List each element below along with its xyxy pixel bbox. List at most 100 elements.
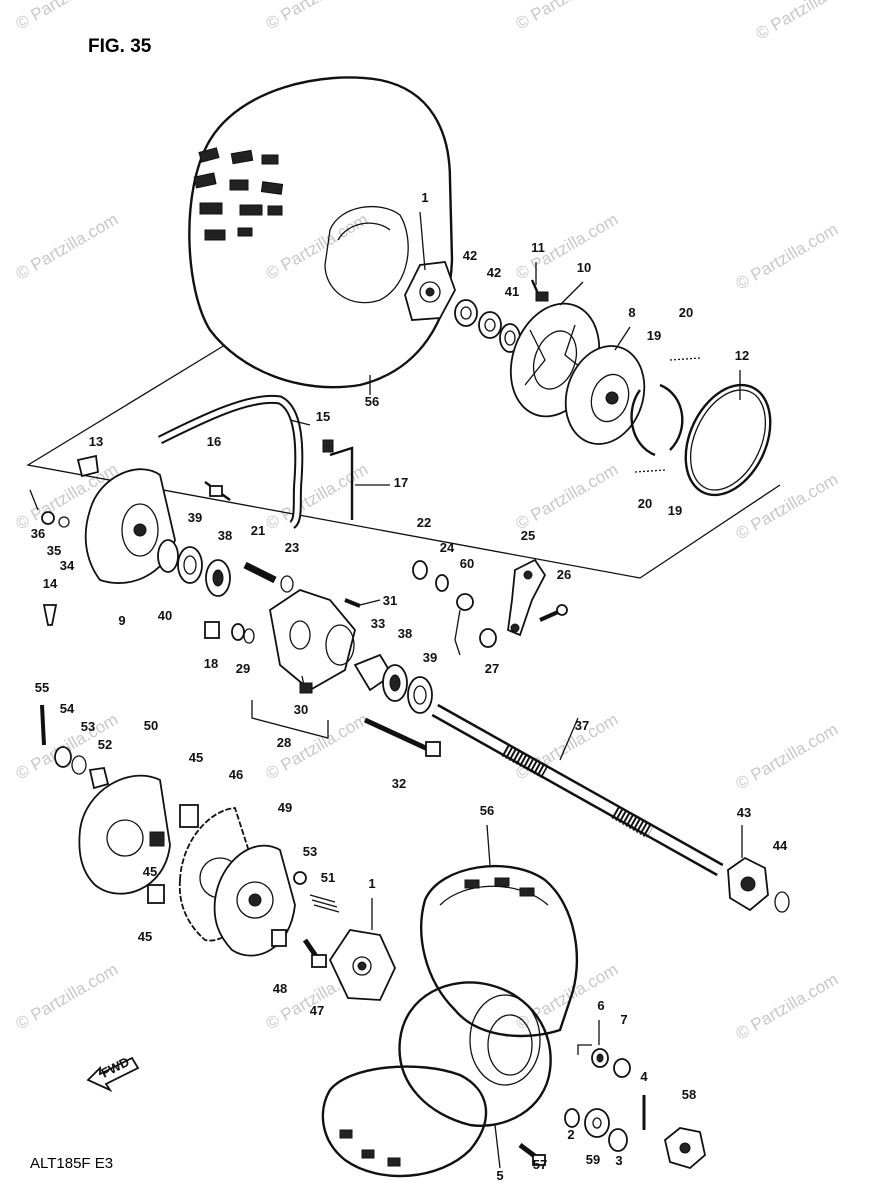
callout-44: 44 xyxy=(773,838,788,853)
spring-51 xyxy=(293,871,340,913)
callout-54: 54 xyxy=(60,701,75,716)
callout-39: 39 xyxy=(188,510,202,525)
callout-14: 14 xyxy=(43,576,58,591)
callout-53: 53 xyxy=(303,844,317,859)
leader-lines xyxy=(289,211,743,1169)
brake-disc xyxy=(78,774,171,895)
callout-21: 21 xyxy=(251,523,265,538)
wheel-hub-bottom xyxy=(328,929,396,1001)
tire-bottom-half xyxy=(321,1065,488,1178)
watermark-text: © Partzilla.com xyxy=(13,0,122,33)
brake-shoes xyxy=(630,357,701,473)
watermark-text: © Partzilla.com xyxy=(513,460,622,534)
brake-housing xyxy=(84,468,176,584)
callout-38: 38 xyxy=(398,626,412,641)
callout-24: 24 xyxy=(440,540,455,555)
model-code: ALT185F E3 xyxy=(30,1155,113,1172)
wheel-nuts-lower xyxy=(564,1108,628,1152)
callout-3: 3 xyxy=(615,1153,622,1168)
callout-20: 20 xyxy=(679,305,693,320)
brake-caliper xyxy=(269,589,356,692)
bearings-left xyxy=(157,539,231,597)
callout-45: 45 xyxy=(138,929,152,944)
callout-1: 1 xyxy=(368,876,375,891)
fasteners-lower-left xyxy=(40,704,110,790)
bracket-28 xyxy=(251,700,329,739)
bolt-32 xyxy=(363,717,441,757)
bolt-26 xyxy=(539,604,568,622)
callout-40: 40 xyxy=(158,608,172,623)
bolt-21 xyxy=(243,561,294,593)
callout-2: 2 xyxy=(567,1127,574,1142)
nut-27 xyxy=(479,628,497,648)
callout-34: 34 xyxy=(60,558,75,573)
callout-18: 18 xyxy=(204,656,218,671)
spring-60 xyxy=(454,593,474,656)
callout-26: 26 xyxy=(557,567,571,582)
callout-43: 43 xyxy=(737,805,751,820)
callout-56: 56 xyxy=(365,394,379,409)
callout-11: 11 xyxy=(531,240,545,255)
rear-tire-top xyxy=(188,76,454,389)
callout-25: 25 xyxy=(521,528,535,543)
callout-59: 59 xyxy=(586,1152,600,1167)
callout-47: 47 xyxy=(310,1003,324,1018)
breather-hose xyxy=(157,394,304,529)
callout-42: 42 xyxy=(487,265,501,280)
brake-lever-17 xyxy=(322,439,354,520)
watermark-text: © Partzilla.com xyxy=(513,0,622,33)
callout-41: 41 xyxy=(505,284,519,299)
o-ring-12 xyxy=(684,383,772,497)
watermark-text: © Partzilla.com xyxy=(733,470,842,544)
callout-52: 52 xyxy=(98,737,112,752)
watermark-text: © Partzilla.com xyxy=(13,960,122,1034)
callout-49: 49 xyxy=(278,800,292,815)
callout-22: 22 xyxy=(417,515,431,530)
callout-6: 6 xyxy=(597,998,604,1013)
front-tire-bottom xyxy=(420,864,579,1038)
bolts-47-48 xyxy=(271,929,327,968)
callout-5: 5 xyxy=(496,1168,503,1183)
callout-4: 4 xyxy=(640,1069,648,1084)
watermark-text: © Partzilla.com xyxy=(513,710,622,784)
callout-30: 30 xyxy=(294,702,308,717)
watermark-text: © Partzilla.com xyxy=(513,210,622,284)
nipple-16 xyxy=(204,481,231,501)
watermark-text: © Partzilla.com xyxy=(13,210,122,284)
watermark-text: © Partzilla.com xyxy=(263,210,372,284)
valve-parts xyxy=(577,1044,631,1078)
bolt-31 xyxy=(344,598,361,608)
callout-39: 39 xyxy=(423,650,437,665)
watermark-text: © Partzilla.com xyxy=(733,970,842,1044)
spacers-45 xyxy=(147,804,199,904)
callout-45: 45 xyxy=(143,864,157,879)
tread-blocks xyxy=(193,147,284,241)
callout-12: 12 xyxy=(735,348,749,363)
callout-35: 35 xyxy=(47,543,61,558)
callout-27: 27 xyxy=(485,661,499,676)
callout-19: 19 xyxy=(647,328,661,343)
callout-13: 13 xyxy=(89,434,103,449)
bolt-13 xyxy=(76,454,99,478)
callout-8: 8 xyxy=(628,305,635,320)
callout-10: 10 xyxy=(577,260,591,275)
brake-drum xyxy=(564,345,646,445)
callout-33: 33 xyxy=(371,616,385,631)
hub-43 xyxy=(727,856,790,913)
washers-22-24 xyxy=(412,560,449,592)
watermark-text: © Partzilla.com xyxy=(263,0,372,33)
callout-32: 32 xyxy=(392,776,406,791)
wheel-rim xyxy=(398,981,552,1127)
callout-50: 50 xyxy=(144,718,158,733)
callout-31: 31 xyxy=(383,593,397,608)
fwd-arrow-icon: FWD xyxy=(86,1054,140,1093)
nut-30 xyxy=(299,682,313,694)
callout-19: 19 xyxy=(668,503,682,518)
callout-42: 42 xyxy=(463,248,477,263)
callout-7: 7 xyxy=(620,1012,627,1027)
callout-36: 36 xyxy=(31,526,45,541)
figure-title: FIG. 35 xyxy=(88,36,152,57)
callout-57: 57 xyxy=(533,1157,547,1172)
callout-20: 20 xyxy=(638,496,652,511)
